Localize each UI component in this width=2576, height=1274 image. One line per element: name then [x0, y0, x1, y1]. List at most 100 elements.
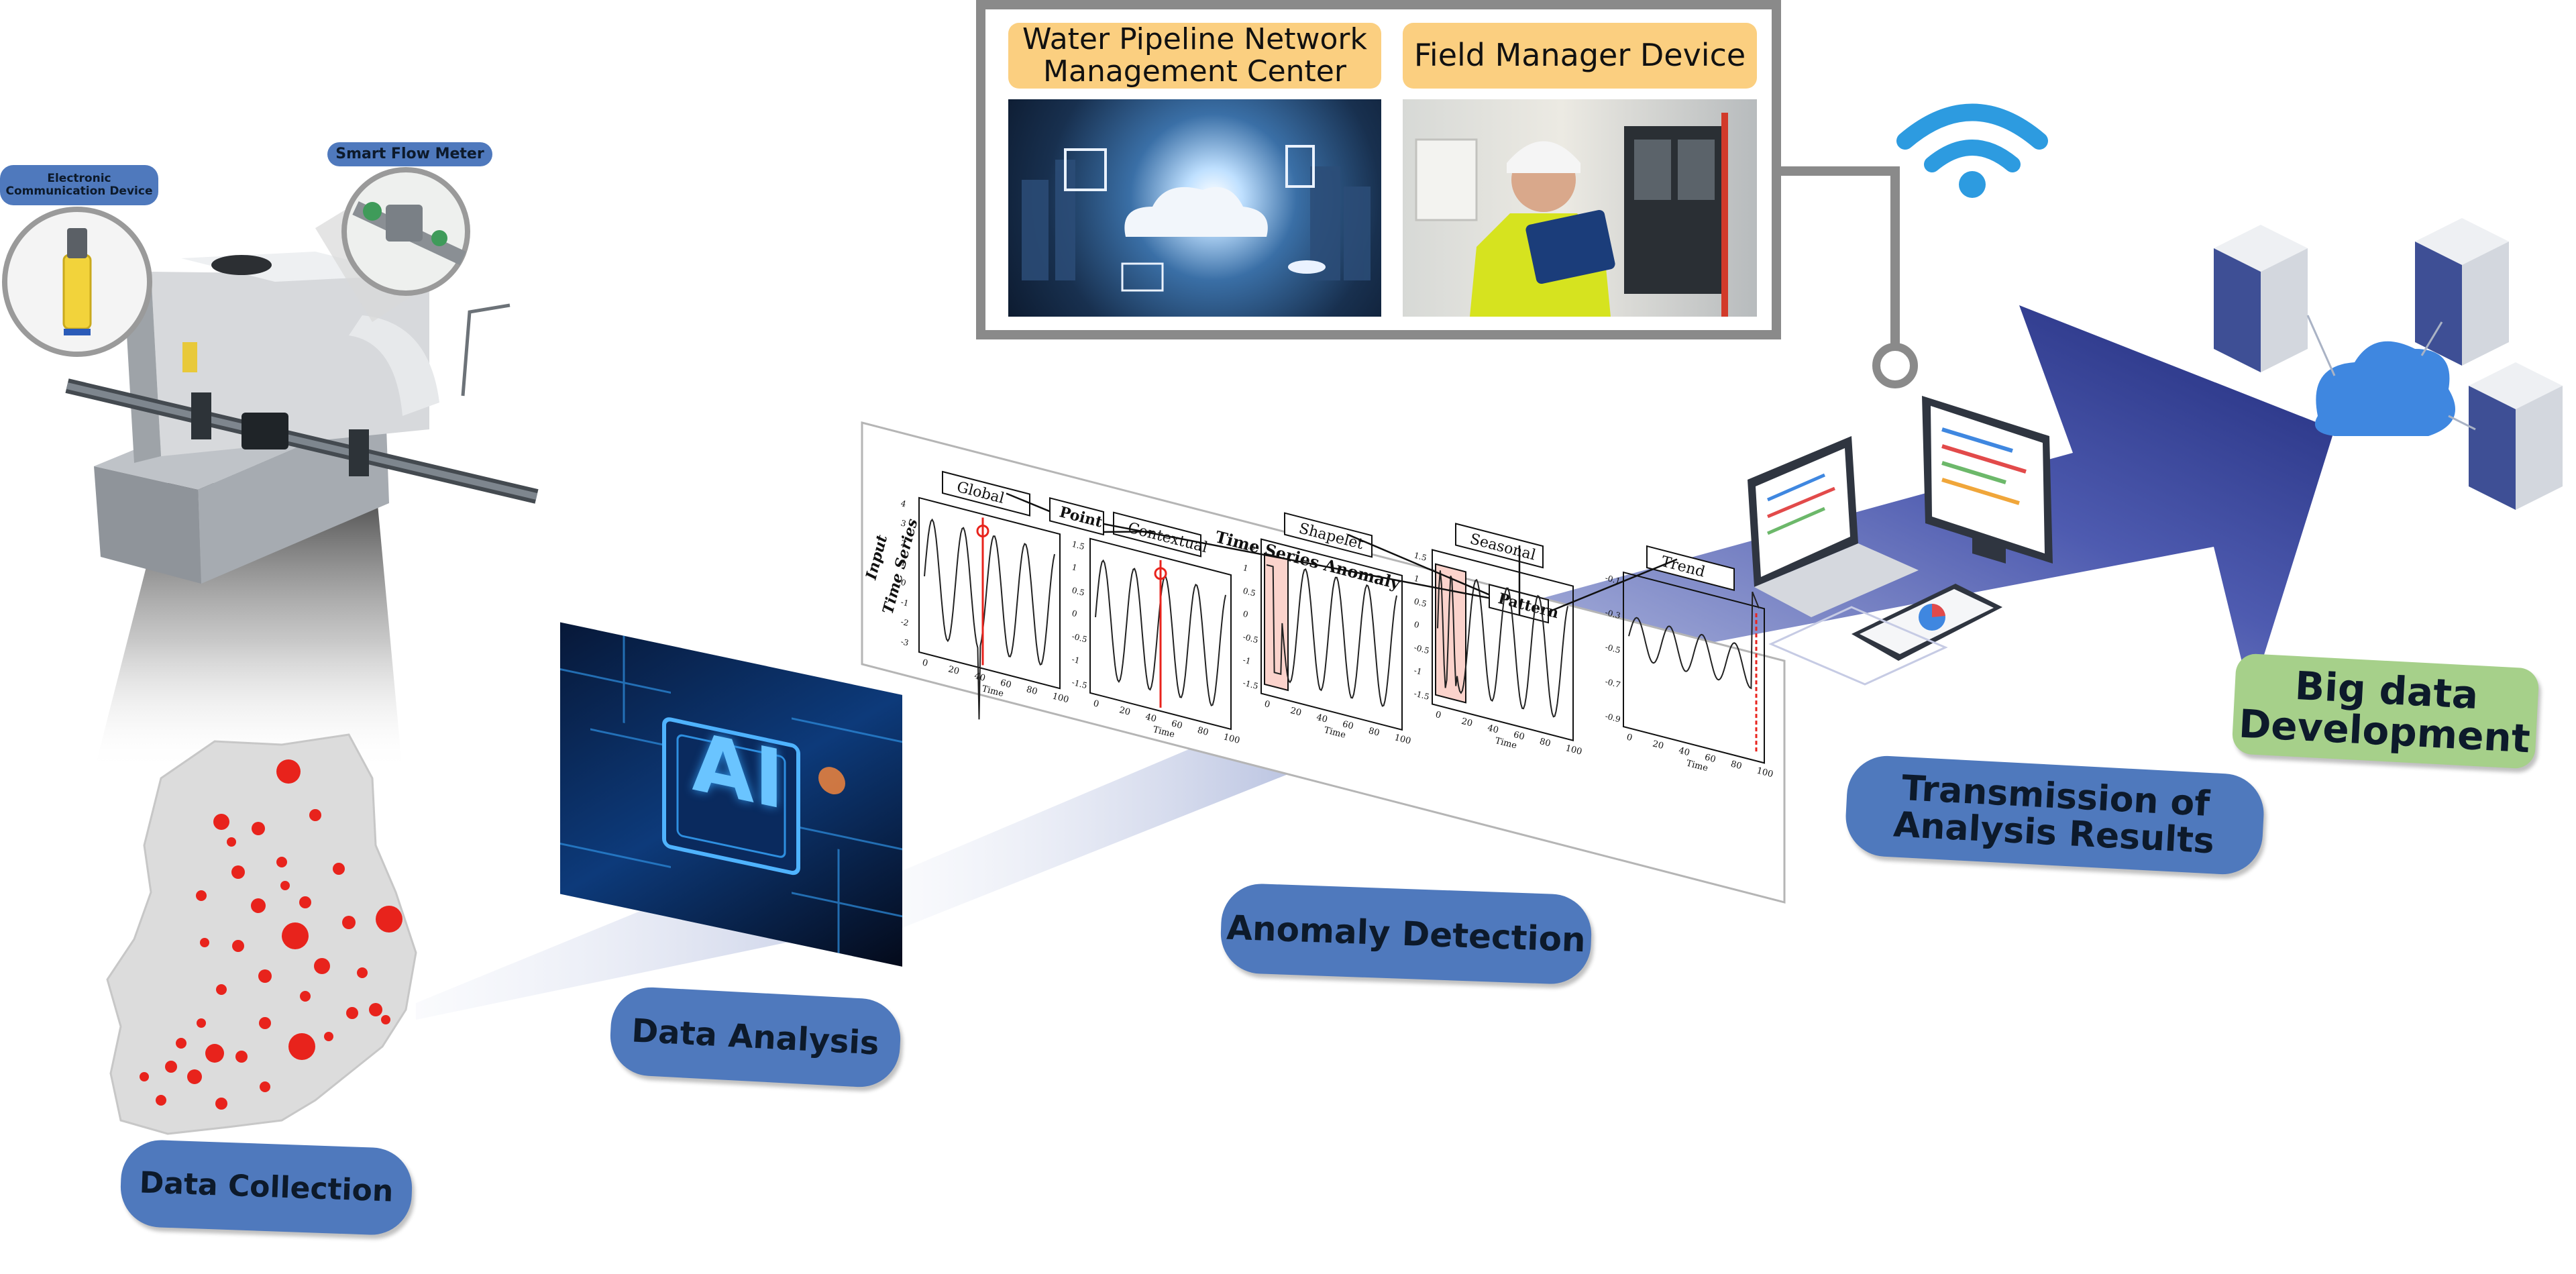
chart-x-tick: 20: [1460, 716, 1474, 729]
chart-x-tick: 60: [1512, 730, 1525, 743]
chart-x-tick: 20: [947, 664, 961, 677]
chart-panel-label-box: [1284, 512, 1373, 558]
chart-connector-arrow: [1348, 534, 1490, 596]
ai-chip-text: AI: [692, 714, 784, 829]
chart-x-tick: 60: [999, 678, 1012, 690]
ai-chip-image: [560, 622, 902, 967]
center-label-line1: Water Pipeline Network: [1022, 22, 1367, 57]
chart-x-tick: 80: [1025, 684, 1038, 697]
chart-x-tick: 0: [921, 657, 929, 669]
wifi-icon: [1896, 103, 2048, 198]
connector-node: [1872, 343, 1918, 388]
anomaly-detection-pill: Anomaly Detection: [1219, 882, 1593, 986]
chart-y-tick: 1.5: [1071, 539, 1085, 551]
bigdata-line2: Development: [2237, 700, 2532, 762]
chart-y-tick: 1: [1242, 563, 1249, 573]
chart-connector-arrow: [1103, 523, 1490, 599]
chart-y-tick: -0.5: [1413, 643, 1430, 655]
chart-x-tick: 40: [1144, 712, 1158, 725]
chart-anomaly-region: [1264, 552, 1289, 692]
chart-x-tick: 100: [1051, 691, 1070, 705]
chart-x-tick: 0: [1092, 698, 1100, 710]
chart-panel-frame: [1432, 549, 1574, 741]
transmission-arrow: [1509, 305, 2334, 698]
chart-y-tick: -1.5: [1071, 678, 1088, 690]
chart-y-tick: -0.5: [1242, 632, 1259, 645]
chart-y-tick: 0.5: [1413, 596, 1428, 608]
chart-x-tick: 100: [1564, 743, 1583, 757]
chart-y-tick: 2: [900, 538, 907, 548]
chart-x-tick: 40: [1678, 745, 1691, 758]
chart-panel-label-box: [1646, 545, 1735, 591]
chart-y-tick: -1: [1413, 666, 1423, 676]
chart-y-tick: -0.7: [1604, 677, 1621, 690]
chart-y-tick: -1.5: [1242, 678, 1259, 691]
chart-x-tick: 40: [973, 671, 987, 684]
chart-y-tick: -2: [900, 617, 910, 628]
data-collection-pill: Data Collection: [119, 1138, 414, 1236]
chart-x-tick: 0: [1263, 699, 1271, 710]
chart-anomaly-point: [1154, 567, 1167, 580]
chart-anomaly-point: [976, 524, 989, 537]
chart-y-tick: -1.5: [1413, 689, 1430, 702]
chart-y-tick: -0.9: [1604, 711, 1621, 724]
chart-y-tick: 1.5: [1413, 551, 1428, 563]
server-icon: [2469, 362, 2563, 510]
chart-panel-label-box: [1455, 523, 1544, 569]
communication-device-line2: Communication Device: [5, 184, 153, 198]
chart-series-line: [1266, 564, 1397, 707]
field-manager-label: Field Manager Device: [1403, 23, 1757, 89]
chart-y-tick: -3: [900, 637, 910, 647]
chart-x-tick: 100: [1222, 732, 1241, 746]
chart-x-tick: 60: [1170, 719, 1183, 731]
server-icon: [2415, 218, 2509, 366]
chart-x-tick: 60: [1703, 752, 1717, 765]
smart-flow-meter-text: Smart Flow Meter: [335, 145, 484, 162]
connector-line: [1781, 166, 1900, 349]
chart-x-tick: 80: [1538, 737, 1552, 749]
chart-y-tick: -0.3: [1604, 608, 1621, 621]
communication-device-line1: Electronic: [47, 172, 111, 186]
chart-y-tick: 1: [900, 558, 907, 568]
field-manager-image: [1403, 99, 1757, 317]
chart-point-box: [1049, 497, 1104, 536]
chart-x-tick: 20: [1118, 705, 1132, 718]
chart-y-tick: 4: [900, 498, 907, 509]
chart-y-tick: 0: [900, 578, 907, 588]
data-collection-text: Data Collection: [138, 1165, 394, 1209]
chart-x-tick: 0: [1434, 710, 1442, 721]
chart-panel-frame: [1260, 538, 1403, 731]
management-center-image: [1008, 99, 1381, 317]
center-label-line2: Management Center: [1043, 54, 1346, 89]
chart-y-tick: 0.5: [1071, 586, 1085, 598]
chart-y-tick: 1: [1071, 562, 1078, 572]
smart-flow-meter-tag: Smart Flow Meter: [327, 142, 492, 166]
chart-panel-frame: [918, 496, 1061, 690]
chart-x-tick: 100: [1756, 766, 1774, 780]
chart-x-tick: 40: [1487, 723, 1500, 736]
chart-y-tick: 0.5: [1242, 586, 1256, 598]
korea-map-icon: [106, 733, 417, 1135]
chart-y-tick: -1: [900, 597, 910, 608]
field-manager-text: Field Manager Device: [1413, 37, 1746, 74]
chart-y-tick: 1.5: [1242, 540, 1256, 552]
chart-y-tick: 0: [1071, 608, 1078, 619]
data-analysis-pill: Data Analysis: [608, 985, 903, 1090]
server-cloud-illustration: [2214, 218, 2563, 510]
chart-series-line: [924, 518, 1055, 720]
chart-connector-arrow: [1548, 558, 1678, 613]
chart-y-tick: 1: [1413, 574, 1420, 584]
chart-x-tick: 80: [1367, 726, 1381, 739]
chart-y-tick: -0.5: [1604, 642, 1621, 655]
server-icon: [2214, 225, 2308, 372]
chart-x-tick: 0: [1625, 732, 1633, 743]
chart-panel-frame: [1623, 571, 1765, 764]
chart-x-tick: 20: [1289, 706, 1303, 719]
chart-connector-arrow: [1006, 492, 1051, 513]
chart-y-tick: -0.1: [1604, 573, 1621, 586]
